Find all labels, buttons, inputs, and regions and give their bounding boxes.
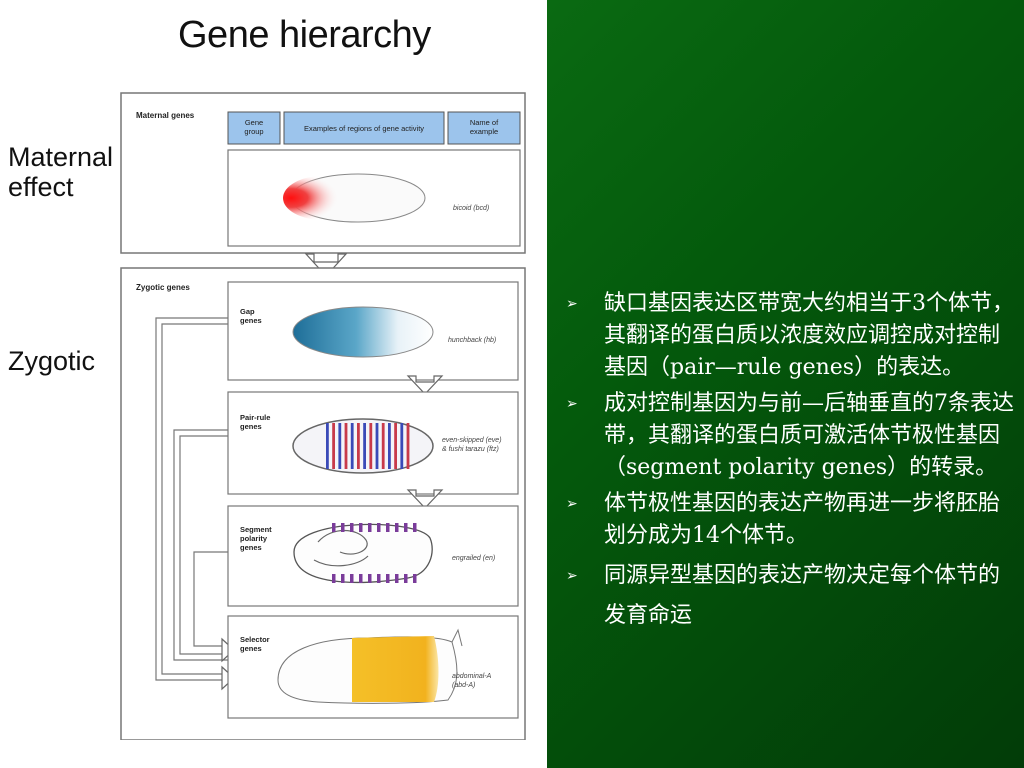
example-gap: hunchback (hb) bbox=[448, 337, 496, 344]
col-header-examples: Examples of regions of gene activity bbox=[304, 124, 424, 133]
zygotic-label: Zygotic bbox=[8, 346, 96, 376]
segment-stripe bbox=[350, 523, 354, 532]
bullet-arrow-icon: ➢ bbox=[566, 396, 578, 412]
bullet-arrow-icon: ➢ bbox=[566, 568, 578, 584]
bullet-text: 同源异型基因的表达产物决定每个体节的发育命运 bbox=[604, 563, 1001, 628]
segment-stripe bbox=[359, 574, 363, 583]
segment-stripe bbox=[377, 574, 381, 583]
bullet-text: 体节极性基因的表达产物再进一步将胚胎划分成为14个体节。 bbox=[604, 491, 1001, 548]
segment-stripe bbox=[350, 574, 354, 583]
segment-stripe bbox=[341, 574, 345, 583]
feedback-connectors bbox=[155, 317, 228, 681]
stripe bbox=[388, 423, 391, 469]
segment-stripe bbox=[395, 574, 399, 583]
segment-polarity-stripes bbox=[332, 523, 417, 583]
segment-stripe bbox=[404, 574, 408, 583]
bullet-item: ➢ 成对控制基因为与前—后轴垂直的7条表达带，其翻译的蛋白质可激活体节极性基因（s… bbox=[566, 388, 1016, 484]
segment-stripe bbox=[359, 523, 363, 532]
segment-stripe bbox=[332, 523, 336, 532]
segment-stripe bbox=[386, 574, 390, 583]
embryo-segment-polarity bbox=[293, 523, 433, 584]
segment-stripe bbox=[413, 574, 417, 583]
bullet-text: 缺口基因表达区带宽大约相当于3个体节，其翻译的蛋白质以浓度效应调控成对控制基因（… bbox=[604, 291, 1014, 380]
example-segment-polarity: engrailed (en) bbox=[452, 555, 495, 562]
bullet-item: ➢ 缺口基因表达区带宽大约相当于3个体节，其翻译的蛋白质以浓度效应调控成对控制基因… bbox=[566, 288, 1016, 384]
segment-stripe bbox=[368, 574, 372, 583]
bicoid-expression bbox=[283, 176, 363, 220]
segment-stripe bbox=[395, 523, 399, 532]
bullet-arrow-icon: ➢ bbox=[566, 496, 578, 512]
segment-stripe bbox=[341, 523, 345, 532]
example-pair-rule: even-skipped (eve)& fushi tarazu (ftz) bbox=[442, 437, 502, 453]
embryo-gap bbox=[292, 306, 434, 358]
stripe bbox=[326, 423, 329, 469]
segment-stripe bbox=[404, 523, 408, 532]
example-selector: abdominal-A(abd-A) bbox=[452, 673, 492, 689]
stripe bbox=[338, 423, 342, 469]
maternal-genes-header: Maternal genes bbox=[136, 111, 195, 120]
stripe bbox=[350, 423, 354, 469]
bullet-item: ➢ 体节极性基因的表达产物再进一步将胚胎划分成为14个体节。 bbox=[566, 488, 1016, 552]
segment-stripe bbox=[368, 523, 372, 532]
segment-stripe bbox=[386, 523, 390, 532]
bullet-item: ➢ 同源异型基因的表达产物决定每个体节的发育命运 bbox=[566, 556, 1016, 636]
slide-title: Gene hierarchy bbox=[178, 14, 431, 56]
maternal-effect-label: Maternal effect bbox=[8, 142, 114, 202]
arrow-down-icon bbox=[406, 375, 444, 395]
selector-expression bbox=[352, 636, 439, 702]
stripe bbox=[369, 423, 373, 469]
col-header-gene-group-bg bbox=[227, 111, 281, 145]
bullet-list: ➢ 缺口基因表达区带宽大约相当于3个体节，其翻译的蛋白质以浓度效应调控成对控制基因… bbox=[566, 288, 1016, 640]
figure-panel: Gene hierarchy Maternal effect Zygotic bbox=[8, 14, 526, 740]
stripe bbox=[400, 423, 404, 469]
segment-stripe bbox=[377, 523, 381, 532]
arrow-down-icon bbox=[406, 489, 444, 509]
col-header-examples-bg bbox=[283, 111, 445, 145]
stripe bbox=[344, 423, 348, 469]
stripe bbox=[363, 423, 366, 469]
zygotic-genes-header: Zygotic genes bbox=[136, 283, 190, 292]
stripe bbox=[375, 423, 379, 469]
segment-stripe bbox=[413, 523, 417, 532]
segment-stripe bbox=[332, 574, 336, 583]
example-bicoid: bicoid (bcd) bbox=[453, 205, 489, 212]
stripe bbox=[406, 423, 410, 469]
stripe bbox=[394, 423, 397, 469]
stripe bbox=[381, 423, 385, 469]
pair-rule-stripes bbox=[326, 423, 410, 469]
stripe bbox=[357, 423, 360, 469]
embryo-pair-rule bbox=[292, 418, 434, 474]
text-panel bbox=[547, 0, 1024, 768]
bullet-arrow-icon: ➢ bbox=[566, 296, 578, 312]
bullet-text: 成对控制基因为与前—后轴垂直的7条表达带，其翻译的蛋白质可激活体节极性基因（se… bbox=[604, 391, 1014, 480]
col-header-name-bg bbox=[447, 111, 521, 145]
arrow-down-icon bbox=[304, 253, 348, 277]
stripe bbox=[332, 423, 335, 469]
